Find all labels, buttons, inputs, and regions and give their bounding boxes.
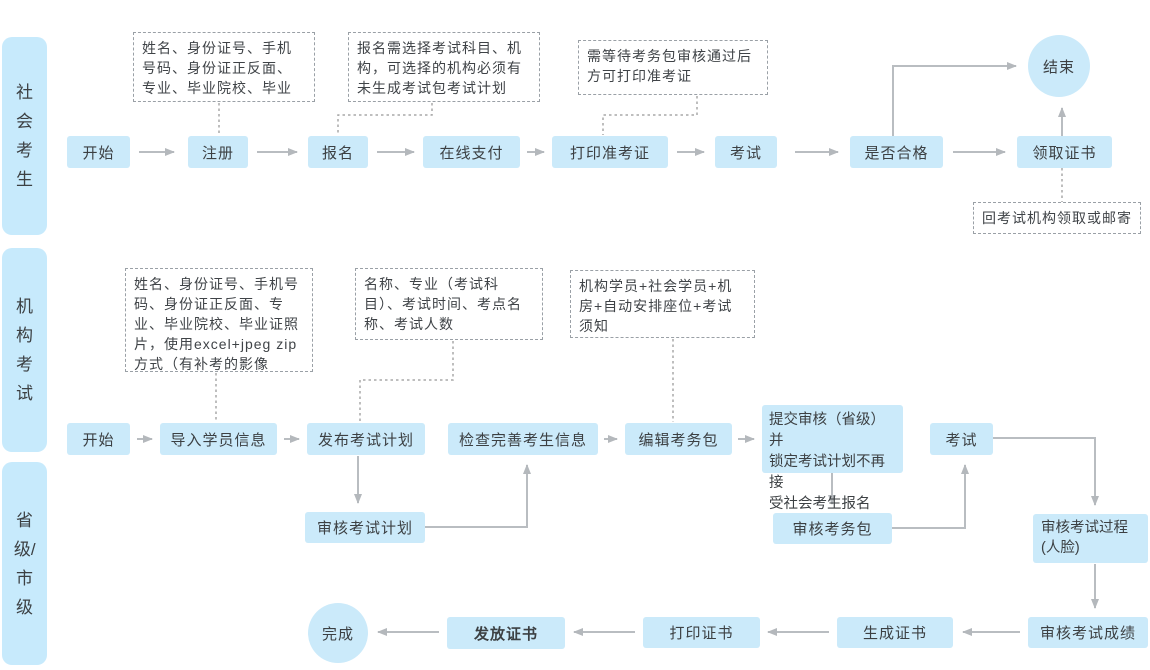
flow3-review-package-step: 审核考务包 — [773, 513, 892, 544]
note-register-requirements: 姓名、身份证号、手机号码、身份证正反面、专业、毕业院校、毕业证照片 — [133, 32, 315, 102]
flow2-edit-package-step: 编辑考务包 — [625, 423, 732, 455]
flow1-end-terminal: 结束 — [1028, 35, 1090, 97]
flow1-exam-step: 考试 — [715, 136, 777, 168]
flow3-generate-cert-step: 生成证书 — [837, 617, 953, 648]
flow1-start-step: 开始 — [67, 136, 130, 168]
flow2-submit-review-step: 提交审核（省级）并 锁定考试计划不再接 受社会考生报名 — [762, 405, 903, 512]
flow3-review-plan-step: 审核考试计划 — [305, 512, 425, 543]
note-plan-contents: 名称、专业（考试科目）、考试时间、考点名称、考试人数 — [355, 268, 543, 340]
flow3-print-cert-step: 打印证书 — [643, 617, 760, 648]
lane-provincial-municipal: 省级/市级 — [2, 462, 47, 665]
flow2-check-info-step: 检查完善考生信息 — [448, 423, 598, 455]
lane-institution-exam-label: 机构考试 — [16, 297, 33, 403]
flow1-signup-step: 报名 — [308, 136, 368, 168]
flow3-issue-cert-step: 发放证书 — [447, 617, 565, 649]
note-package-contents: 机构学员+社会学员+机房+自动安排座位+考试须知 — [570, 270, 755, 338]
flow2-import-students-step: 导入学员信息 — [160, 423, 277, 455]
lane-institution-exam: 机构考试 — [2, 248, 47, 452]
flow2-exam-step: 考试 — [930, 423, 993, 455]
lane-provincial-municipal-label: 省级/市级 — [13, 510, 36, 617]
note-signup-requirements: 报名需选择考试科目、机构，可选择的机构必须有未生成考试包考试计划 — [348, 32, 540, 102]
flow2-publish-plan-step: 发布考试计划 — [307, 423, 425, 455]
flow3-review-score-step: 审核考试成绩 — [1028, 617, 1148, 648]
lane-social-candidates-label: 社会考生 — [16, 83, 33, 189]
flow1-pay-step: 在线支付 — [423, 136, 520, 168]
flow1-pass-check-step: 是否合格 — [850, 136, 943, 168]
note-print-ticket-condition: 需等待考务包审核通过后方可打印准考证 — [578, 40, 768, 95]
note-import-requirements: 姓名、身份证号、手机号码、身份证正反面、专业、毕业院校、毕业证照片，使用exce… — [125, 268, 313, 372]
flow2-start-step: 开始 — [67, 423, 130, 455]
flow1-register-step: 注册 — [188, 136, 248, 168]
flow3-review-process-step: 审核考试过程 (人脸) — [1033, 514, 1148, 563]
lane-social-candidates: 社会考生 — [2, 37, 47, 235]
flow1-get-cert-step: 领取证书 — [1017, 136, 1112, 168]
flow1-print-ticket-step: 打印准考证 — [552, 136, 668, 168]
note-get-cert-method: 回考试机构领取或邮寄 — [973, 202, 1141, 234]
flow3-done-terminal: 完成 — [308, 603, 368, 663]
